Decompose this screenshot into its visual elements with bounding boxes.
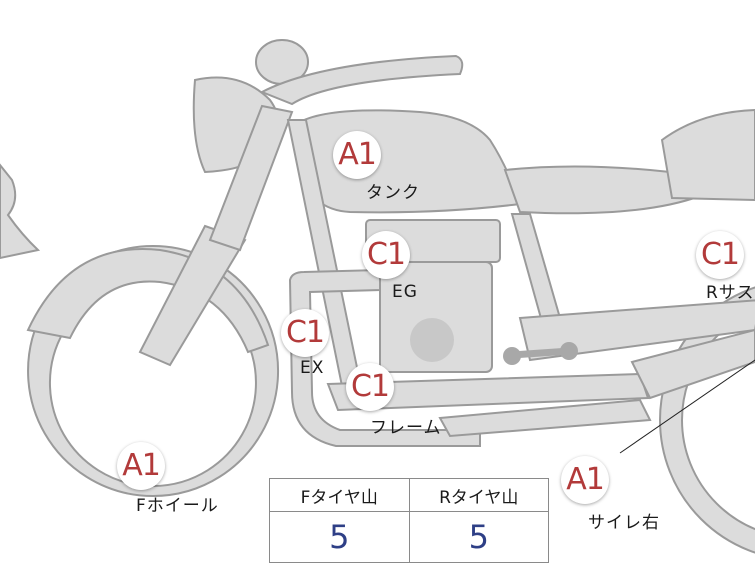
exhaust-tail [438,398,652,438]
grade-badge-side-cover-right: A1 [561,456,609,504]
engine-block [379,261,493,373]
rear-tire-tread-value: 5 [408,511,549,563]
part-label-side-cover-right: サイレ右 [588,513,660,533]
tire-tread-table: Fタイヤ山 Rタイヤ山 5 5 [269,478,549,563]
part-label-frame: フレーム [370,418,442,438]
part-label-eg: EG [392,282,418,302]
rear-tire-tread-header: Rタイヤ山 [408,478,549,512]
rear-shock [630,328,755,400]
grade-badge-r-suspension: C1 [696,231,744,279]
grade-badge-frame: C1 [346,363,394,411]
grade-badge-tank: A1 [333,131,381,179]
frame-lower-cradle [326,372,650,412]
left-edge-fragment [0,163,41,260]
swingarm [518,299,755,362]
part-label-tank: タンク [366,183,420,203]
front-tire-tread-header: Fタイヤ山 [269,478,410,512]
handlebar [259,54,464,106]
part-label-f-wheel: Fホイール [136,496,219,516]
grade-badge-ex: C1 [281,309,329,357]
exhaust-pipe [288,268,481,447]
front-tire-tread-value: 5 [269,511,410,563]
steering-neck [208,104,294,252]
grade-badge-f-wheel: A1 [117,442,165,490]
grade-badge-eg: C1 [362,231,410,279]
leader-line [619,359,755,454]
part-label-ex: EX [300,358,325,378]
rear-cowl [660,108,755,202]
engine-cover [410,318,454,362]
frame-rear-section [510,213,562,324]
part-label-r-suspension: Rサス [706,283,755,303]
